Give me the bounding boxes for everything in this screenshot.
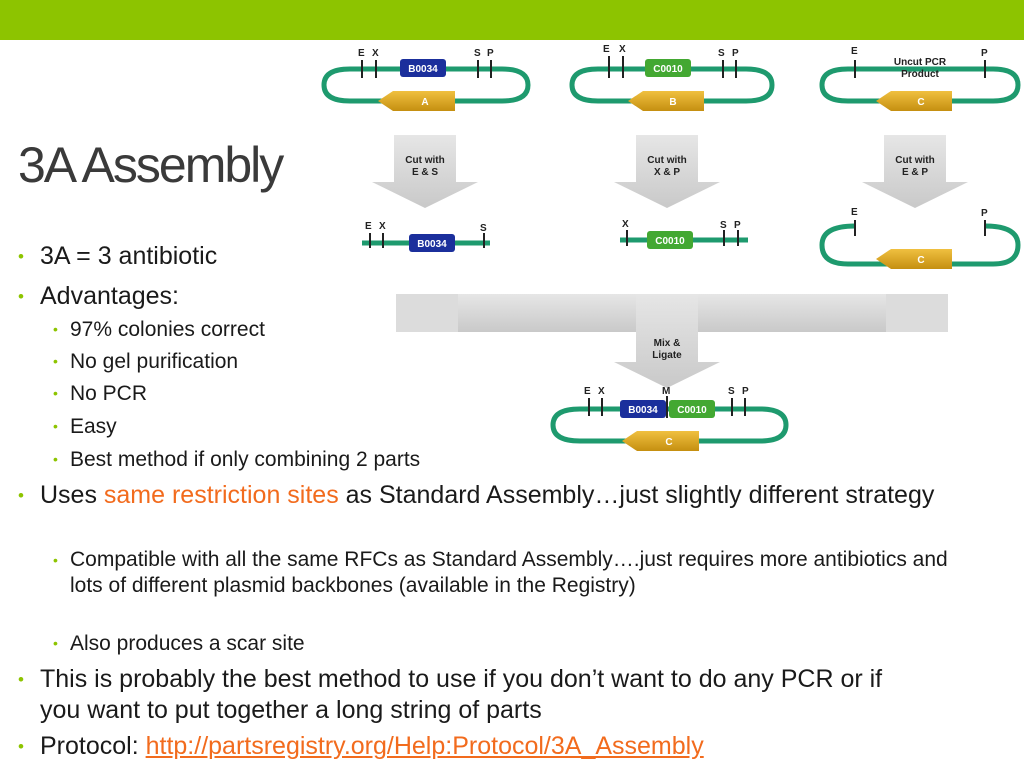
part-c0010-block bbox=[645, 59, 691, 77]
sub-bullet: •No PCR bbox=[53, 382, 148, 405]
site-p-label: P bbox=[487, 48, 494, 59]
site-s-label: S bbox=[718, 48, 725, 59]
backbone-c-label: C bbox=[665, 437, 672, 448]
uncut-pcr-label-line1: Uncut PCR bbox=[894, 57, 947, 68]
bullet-dot: • bbox=[18, 247, 24, 266]
sub-bullet: •Compatible with all the same RFCs as St… bbox=[53, 548, 948, 597]
site-s-label: S bbox=[474, 48, 481, 59]
fragment-c0010: X S P C0010 bbox=[620, 219, 748, 249]
site-e-label: E bbox=[851, 207, 858, 218]
sub-bullet: •Best method if only combining 2 parts bbox=[53, 448, 421, 471]
mix-ligate-arrow: Mix & Ligate bbox=[396, 294, 948, 388]
backbone-b-arrow bbox=[628, 91, 704, 111]
site-p-label: P bbox=[981, 208, 988, 219]
svg-text:Ligate: Ligate bbox=[652, 350, 682, 361]
bullet-dot: • bbox=[18, 287, 24, 306]
slide-title: 3A Assembly bbox=[18, 137, 284, 193]
site-x-label: X bbox=[622, 219, 629, 230]
site-e-label: E bbox=[603, 44, 610, 55]
plasmid-c-uncut-pcr: E P Uncut PCR Product C bbox=[819, 46, 1021, 111]
sub-bullet: •Also produces a scar site bbox=[53, 632, 305, 655]
site-p-label: P bbox=[981, 48, 988, 59]
cut-arrow-e-p: Cut with E & P bbox=[862, 135, 968, 208]
svg-text:E & S: E & S bbox=[412, 167, 438, 178]
site-p-label: P bbox=[734, 220, 741, 231]
fragment-c-backbone: E P C bbox=[819, 207, 1021, 269]
plasmid-b-c0010: E X S P C0010 B bbox=[569, 44, 775, 111]
uncut-pcr-label-line2: Product bbox=[901, 69, 939, 80]
backbone-loop bbox=[819, 66, 1021, 104]
site-x-label: X bbox=[619, 44, 626, 55]
site-x-label: X bbox=[379, 221, 386, 232]
site-x-label: X bbox=[372, 48, 379, 59]
svg-text:Cut with: Cut with bbox=[405, 155, 444, 166]
site-m-label: M bbox=[662, 386, 670, 397]
site-p-label: P bbox=[742, 386, 749, 397]
site-e-label: E bbox=[358, 48, 365, 59]
bullet-advantages: •Advantages: bbox=[18, 282, 179, 310]
site-s-label: S bbox=[728, 386, 735, 397]
backbone-c-label: C bbox=[917, 97, 924, 108]
site-s-label: S bbox=[480, 223, 487, 234]
part-b0034-block bbox=[400, 59, 446, 77]
site-e-label: E bbox=[584, 386, 591, 397]
svg-text:Cut with: Cut with bbox=[647, 155, 686, 166]
sub-bullet: •97% colonies correct bbox=[53, 318, 265, 341]
protocol-link[interactable]: http://partsregistry.org/Help:Protocol/3… bbox=[145, 732, 704, 760]
final-plasmid: E X M S P B0034 C0010 C bbox=[550, 386, 789, 451]
site-e-label: E bbox=[851, 46, 858, 57]
part-c0010-label: C0010 bbox=[653, 64, 683, 75]
bullet-protocol: •Protocol: http://partsregistry.org/Help… bbox=[18, 732, 704, 760]
part-c0010-label: C0010 bbox=[677, 405, 707, 416]
highlight-same-restriction-sites: same restriction sites bbox=[103, 481, 339, 509]
backbone-c-label: C bbox=[917, 255, 924, 266]
fragment-b0034: E X S B0034 bbox=[362, 221, 490, 252]
top-accent-bar bbox=[0, 0, 1024, 40]
part-b0034-label: B0034 bbox=[628, 405, 658, 416]
plasmid-a-b0034: E X S P B0034 A bbox=[321, 48, 531, 111]
svg-text:E & P: E & P bbox=[902, 167, 928, 178]
cut-arrow-e-s: Cut with E & S bbox=[372, 135, 478, 208]
backbone-loop bbox=[321, 66, 531, 104]
svg-text:X & P: X & P bbox=[654, 167, 680, 178]
part-b0034-label: B0034 bbox=[417, 239, 447, 250]
cut-arrow-x-p: Cut with X & P bbox=[614, 135, 720, 208]
backbone-b-label: B bbox=[669, 97, 676, 108]
bullet-3a-antibiotic: •3A = 3 antibiotic bbox=[18, 242, 218, 270]
bullet-uses-same-sites: •Uses same restriction sites as Standard… bbox=[18, 481, 935, 509]
sub-bullet: •Easy bbox=[53, 415, 117, 438]
bullet-best-method: •This is probably the best method to use… bbox=[18, 665, 883, 724]
backbone-c-arrow bbox=[876, 91, 952, 111]
backbone-a-label: A bbox=[421, 97, 428, 108]
site-x-label: X bbox=[598, 386, 605, 397]
site-e-label: E bbox=[365, 221, 372, 232]
svg-text:Mix &: Mix & bbox=[654, 338, 681, 349]
sub-bullet: •No gel purification bbox=[53, 350, 239, 373]
backbone-loop bbox=[569, 66, 775, 104]
site-s-label: S bbox=[720, 220, 727, 231]
backbone-a-arrow bbox=[378, 91, 455, 111]
part-b0034-label: B0034 bbox=[408, 64, 438, 75]
svg-text:Cut with: Cut with bbox=[895, 155, 934, 166]
site-p-label: P bbox=[732, 48, 739, 59]
part-c0010-label: C0010 bbox=[655, 236, 685, 247]
